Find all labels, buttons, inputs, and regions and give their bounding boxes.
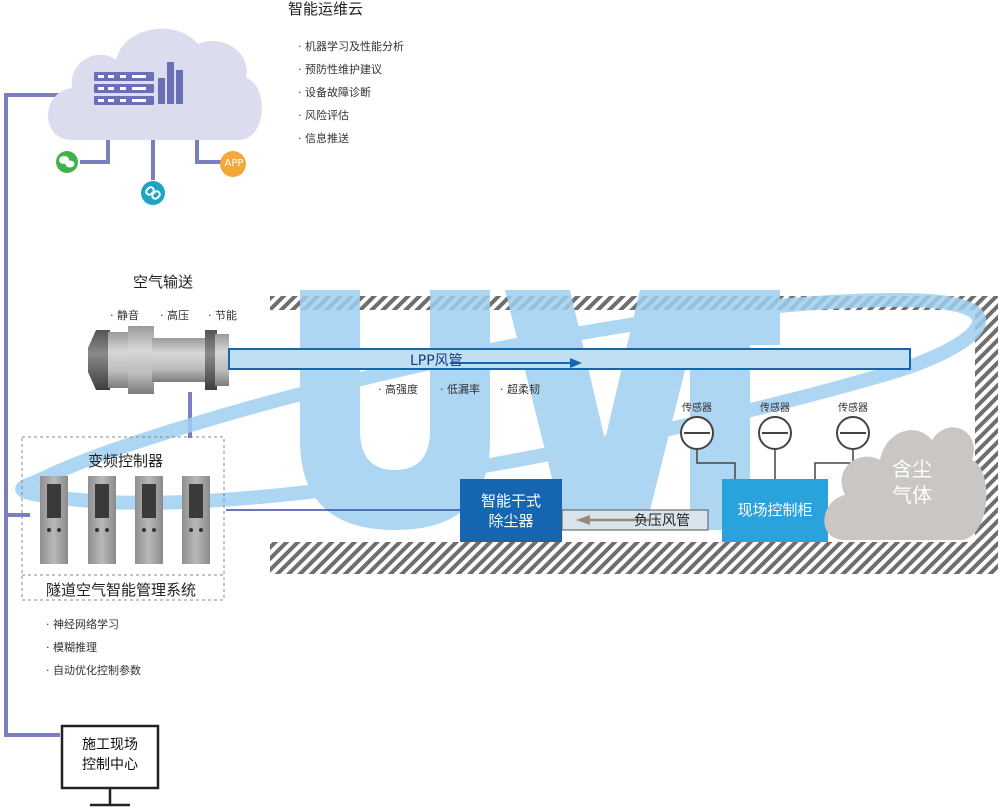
bar-chart-icon xyxy=(158,62,183,104)
system-bullet: · 神经网络学习 xyxy=(46,618,119,631)
dust-collector xyxy=(460,479,562,542)
sensor-label: 传感器 xyxy=(682,403,712,414)
dust-gas-cloud xyxy=(824,427,987,540)
app-label[interactable]: APP xyxy=(224,158,244,169)
cloud-shape xyxy=(48,28,262,140)
air-feature: · 节能 xyxy=(208,309,237,322)
cabinet-label: 现场控制柜 xyxy=(737,501,813,519)
dust-gas-label-2: 气体 xyxy=(892,483,932,507)
pipe-feature: · 低漏率 xyxy=(440,383,480,396)
system-bullet: · 自动优化控制参数 xyxy=(46,664,141,677)
fan xyxy=(88,326,229,394)
air-title: 空气输送 xyxy=(133,273,194,291)
pipe-feature: · 超柔韧 xyxy=(500,383,540,396)
cloud-bullet: · 风险评估 xyxy=(298,109,349,122)
airflow-arrow xyxy=(450,358,582,368)
control-center-label-1: 施工现场 xyxy=(82,737,138,753)
air-feature: · 高压 xyxy=(160,309,189,322)
cloud-title: 智能运维云 xyxy=(288,0,364,18)
field-control-cabinet xyxy=(722,479,828,542)
server-icon xyxy=(94,72,154,105)
system-bullet: · 模糊推理 xyxy=(46,641,97,654)
dust-collector-label-1: 智能干式 xyxy=(480,492,541,510)
air-feature: · 静音 xyxy=(110,309,139,322)
inverter-units xyxy=(40,476,210,564)
dust-gas-label-1: 含尘 xyxy=(892,457,932,481)
sensor-label: 传感器 xyxy=(838,403,868,414)
return-arrow xyxy=(576,515,650,525)
monitor-icon xyxy=(60,724,160,807)
inverter-frame xyxy=(21,436,225,601)
sensors xyxy=(680,416,870,450)
pipe-feature: · 高强度 xyxy=(378,383,418,396)
control-center-label-2: 控制中心 xyxy=(82,757,138,773)
sensor-label: 传感器 xyxy=(760,403,790,414)
cloud-bullet: · 信息推送 xyxy=(298,132,349,145)
sensor-wires xyxy=(696,450,854,479)
dust-collector-label-2: 除尘器 xyxy=(488,512,534,530)
communication-line xyxy=(4,93,222,737)
cloud-bullet: · 预防性维护建议 xyxy=(298,63,382,76)
vfd-title: 变频控制器 xyxy=(88,452,164,470)
lpp-duct xyxy=(228,348,911,370)
pipe-label: LPP风管 xyxy=(410,353,463,369)
app-icon xyxy=(220,151,246,177)
negative-pressure-label: 负压风管 xyxy=(634,513,690,529)
cloud-bullet: · 设备故障诊断 xyxy=(298,86,371,99)
cloud-bullet: · 机器学习及性能分析 xyxy=(298,40,404,53)
system-title: 隧道空气智能管理系统 xyxy=(46,581,197,599)
